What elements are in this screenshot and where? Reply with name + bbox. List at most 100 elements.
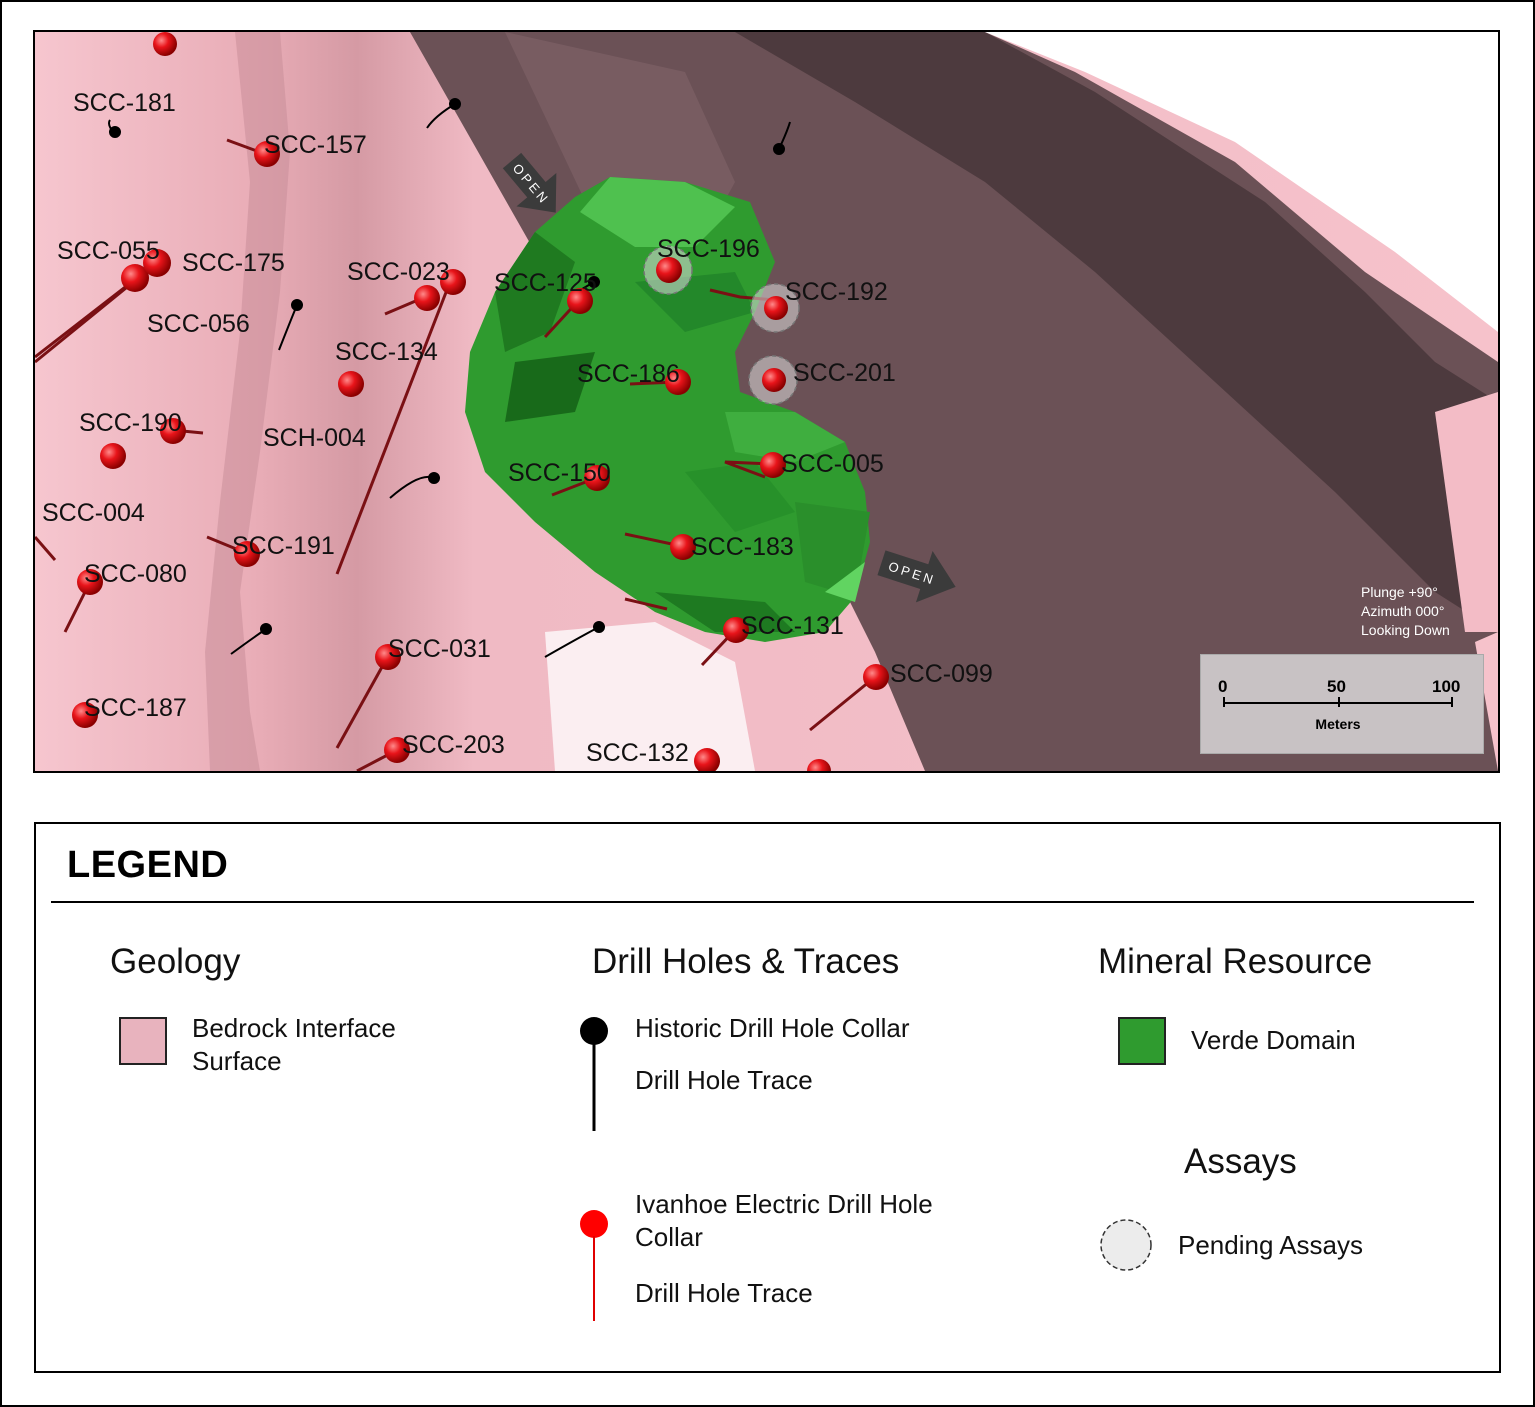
drill-hole-label: SCC-191	[232, 532, 335, 560]
collar-scc-080	[77, 569, 103, 595]
scale-tick-label-100: 100	[1432, 677, 1461, 696]
drill-hole-label: SCC-131	[741, 612, 844, 640]
open-arrow-southeast: OPEN	[877, 550, 956, 603]
drill-hole-label: SCC-099	[890, 660, 993, 688]
legend-bedrock-line2: Surface	[192, 1046, 282, 1076]
collar-scc-196	[656, 257, 682, 283]
historic-hole	[544, 621, 605, 658]
view-plunge: Plunge +90°	[1361, 584, 1438, 600]
legend-geology-heading: Geology	[110, 942, 241, 981]
collar-scc-031	[375, 644, 401, 670]
map-canvas[interactable]: OPEN OPEN SCC-181SCC-157SCC-055SCC-175SC…	[35, 32, 1498, 771]
legend-bedrock-line1: Bedrock Interface	[192, 1013, 396, 1043]
drill-hole-label: SCC-196	[657, 235, 760, 263]
drill-hole-label: SCC-190	[79, 409, 182, 437]
collar-scc-201	[762, 368, 786, 392]
drill-hole-label: SCC-055	[57, 237, 160, 265]
drill-hole-label: SCC-125	[494, 269, 597, 297]
scale-unit: Meters	[1315, 716, 1361, 732]
drill-hole-label: SCC-004	[42, 499, 145, 527]
collar-scc-023	[440, 269, 466, 295]
drill-hole-label: SCC-150	[508, 459, 611, 487]
legend-pending-assays: Pending Assays	[1178, 1230, 1364, 1260]
collar-scc-099	[863, 664, 889, 690]
legend-assays-heading: Assays	[1184, 1142, 1297, 1181]
scale-tick-label-0: 0	[1218, 677, 1228, 696]
white-gap	[545, 622, 755, 771]
legend-panel: LEGEND Geology Bedrock Interface Surface…	[34, 822, 1501, 1373]
view-orientation: Plunge +90° Azimuth 000° Looking Down	[1361, 583, 1450, 640]
legend-drill-heading: Drill Holes & Traces	[592, 942, 900, 981]
white-region-top-right	[985, 32, 1498, 332]
legend-divider	[51, 901, 1474, 903]
bedrock-shadow-fold	[205, 32, 290, 771]
drill-hole-label: SCH-004	[263, 424, 366, 452]
collar-scc-186	[665, 369, 691, 395]
legend-bedrock-label: Bedrock Interface Surface	[192, 1012, 396, 1078]
drill-hole-label: SCC-192	[785, 278, 888, 306]
bedrock-swatch	[119, 1017, 167, 1065]
collar-scc-203	[384, 737, 410, 763]
historic-hole	[389, 472, 440, 499]
collar-scc-131	[723, 617, 749, 643]
collar-scc-055	[121, 264, 149, 292]
drill-hole-label: SCC-187	[84, 694, 187, 722]
drill-hole-label: SCC-080	[84, 560, 187, 588]
legend-ivanhoe-line1: Ivanhoe Electric Drill Hole	[635, 1189, 933, 1219]
drill-hole-label: SCC-056	[147, 310, 250, 338]
drill-hole-label: SCC-005	[781, 450, 884, 478]
collar-scc-005	[760, 452, 786, 478]
drill-hole-label: SCC-201	[793, 359, 896, 387]
collar-scc-004	[100, 443, 126, 469]
legend-historic-collar: Historic Drill Hole Collar	[635, 1013, 910, 1043]
scale-bar: 0 50 100 Meters	[1200, 654, 1484, 754]
drill-hole-label: SCC-183	[691, 533, 794, 561]
collar-scc-175	[143, 249, 171, 277]
historic-hole	[278, 299, 303, 351]
historic-hole	[230, 623, 272, 655]
drill-hole-label: SCC-031	[388, 635, 491, 663]
collar-scc-183	[670, 534, 696, 560]
legend-ivanhoe-collar: Ivanhoe Electric Drill Hole Collar	[635, 1188, 933, 1254]
historic-collar-symbol	[580, 1017, 608, 1131]
collar-sch-004	[338, 371, 364, 397]
ivanhoe-collar-symbol	[580, 1210, 608, 1321]
collar-unlabeled	[807, 759, 831, 771]
collar-scc-134	[414, 285, 440, 311]
collar-scc-125	[567, 288, 593, 314]
legend-verde-domain: Verde Domain	[1191, 1025, 1356, 1055]
scale-tick-label-50: 50	[1327, 677, 1346, 696]
view-looking: Looking Down	[1361, 622, 1450, 638]
drill-hole-label: SCC-132	[586, 739, 689, 767]
collar-scc-192	[764, 296, 788, 320]
collar-scc-157	[254, 141, 280, 167]
legend-ivanhoe-line2: Collar	[635, 1222, 703, 1252]
collar-scc-187	[72, 702, 98, 728]
legend-historic-trace: Drill Hole Trace	[635, 1065, 813, 1095]
pink-patch-right	[1435, 392, 1498, 632]
scale-tick	[1451, 697, 1453, 707]
verde-domain-swatch	[1118, 1017, 1166, 1065]
historic-hole	[773, 121, 791, 155]
legend-title: LEGEND	[67, 844, 229, 886]
scale-tick	[1223, 697, 1225, 707]
drill-hole-label: SCC-186	[577, 360, 680, 388]
drill-hole-label: SCC-181	[73, 89, 176, 117]
drill-hole-label: SCC-175	[182, 249, 285, 277]
pending-assays-symbol	[1100, 1219, 1152, 1271]
drill-hole-label: SCC-157	[264, 131, 367, 159]
scale-tick	[1338, 697, 1340, 707]
collar-scc-132	[694, 748, 720, 771]
drill-hole-label: SCC-203	[402, 731, 505, 759]
dark-rock-inner	[735, 32, 1498, 632]
ivanhoe-collars[interactable]	[72, 32, 889, 771]
historic-hole	[108, 119, 121, 138]
collar-scc-190	[160, 418, 186, 444]
drill-hole-label: SCC-023	[347, 258, 450, 286]
view-azimuth: Azimuth 000°	[1361, 603, 1445, 619]
legend-mineral-heading: Mineral Resource	[1098, 942, 1373, 981]
drill-hole-label: SCC-134	[335, 338, 438, 366]
historic-hole	[426, 98, 461, 129]
